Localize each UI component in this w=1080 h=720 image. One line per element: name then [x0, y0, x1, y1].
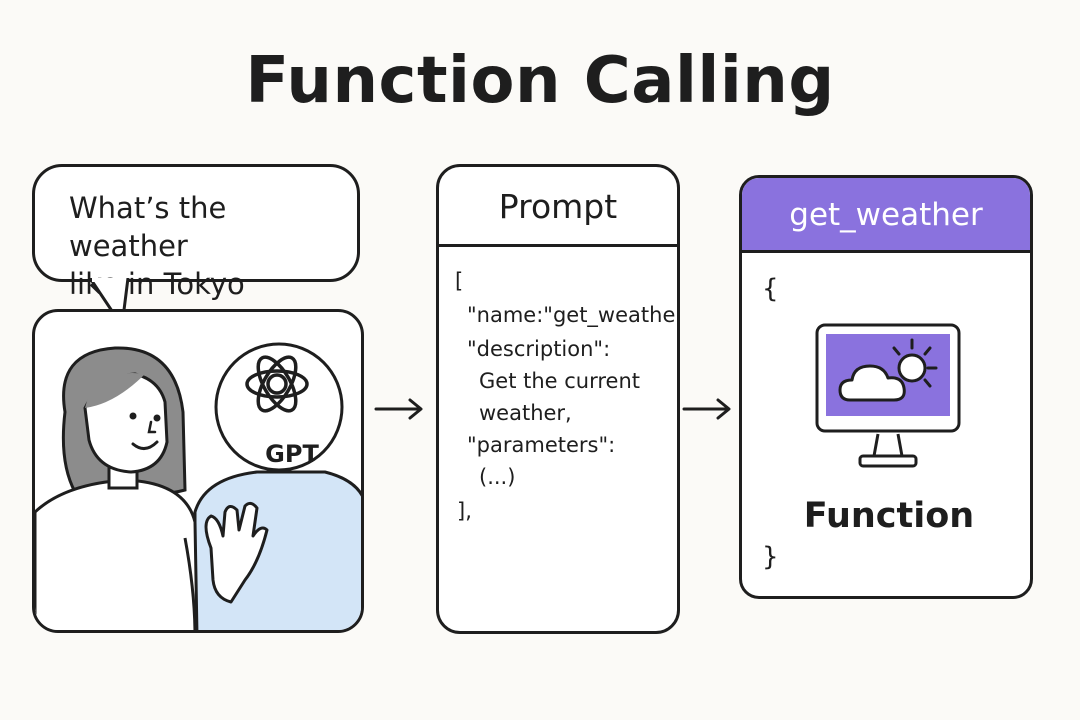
- prompt-line: Get the current: [479, 369, 640, 393]
- speech-bubble: What’s the weather like in Tokyo today?: [32, 164, 360, 339]
- conversation-scene: GPT: [32, 309, 364, 633]
- gpt-label: GPT: [265, 440, 319, 468]
- prompt-line: "parameters":: [467, 433, 616, 457]
- cloud-sun-monitor-icon: [815, 323, 961, 468]
- function-label: Function: [803, 496, 975, 536]
- prompt-line: ],: [457, 499, 472, 523]
- question-line-1: What’s the weather: [69, 191, 227, 263]
- function-panel: get_weather { Function }: [739, 175, 1033, 599]
- arrow-right-icon: [682, 398, 731, 420]
- close-brace: }: [762, 542, 779, 572]
- arrow-right-icon: [374, 398, 423, 420]
- gpt-character: [193, 342, 361, 630]
- prompt-line: weather,: [479, 401, 572, 425]
- prompt-line: (...): [479, 465, 516, 489]
- prompt-line: [: [455, 269, 464, 293]
- prompt-line: "name:"get_weather",: [467, 303, 680, 327]
- openai-logo-icon: [245, 355, 309, 413]
- function-header: get_weather: [742, 178, 1030, 253]
- prompt-line: "description":: [467, 337, 611, 361]
- diagram-title: Function Calling: [245, 44, 835, 118]
- prompt-header: Prompt: [439, 167, 677, 247]
- user-character: [35, 346, 199, 630]
- open-brace: {: [762, 274, 779, 304]
- prompt-panel: Prompt [ "name:"get_weather", "descripti…: [436, 164, 680, 634]
